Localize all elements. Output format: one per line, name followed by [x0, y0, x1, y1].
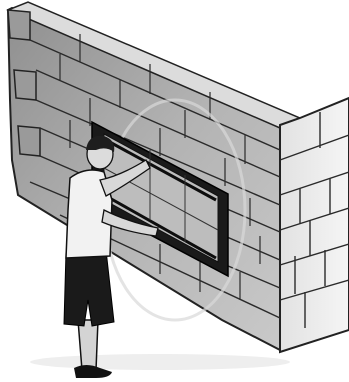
- side-wall: [280, 98, 349, 352]
- person-legs: [78, 320, 98, 370]
- ground-shadow: [30, 354, 290, 370]
- person-shorts: [64, 250, 114, 326]
